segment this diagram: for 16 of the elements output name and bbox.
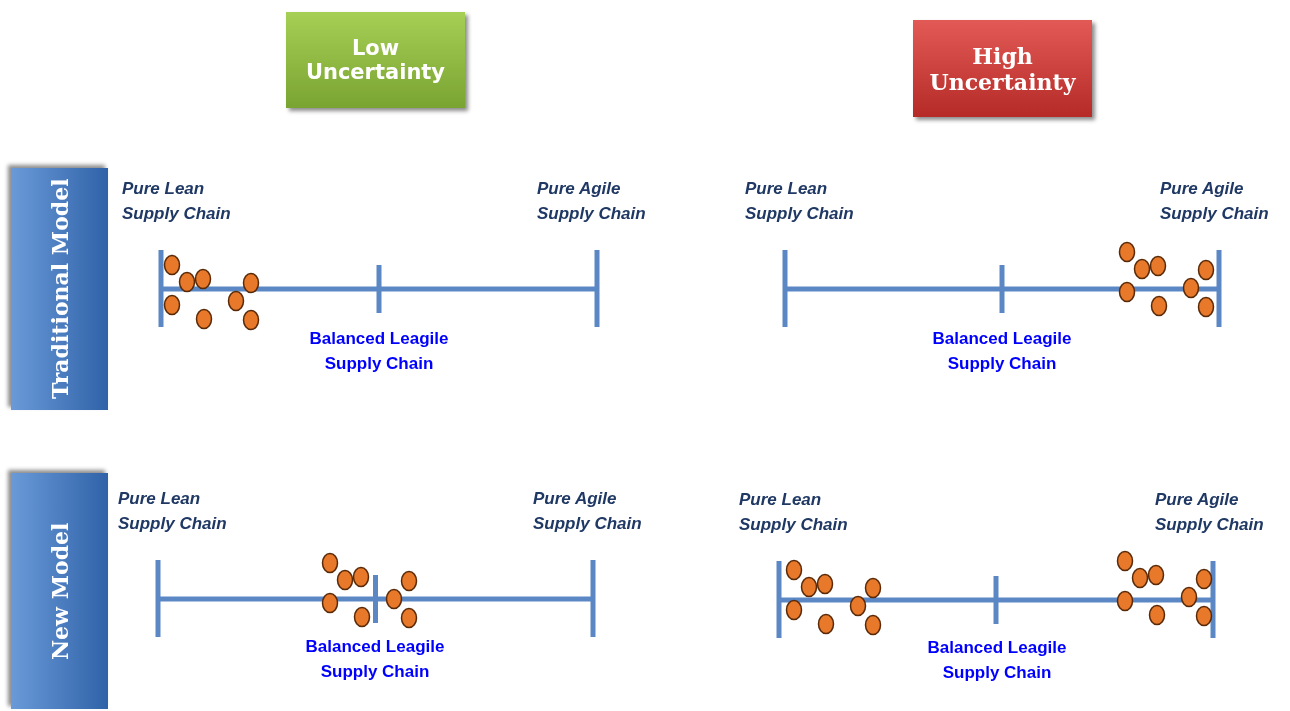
- column-header: High Uncertainty: [913, 20, 1092, 117]
- scale-middle-label: Balanced Leagile Supply Chain: [304, 636, 446, 683]
- scale-end-label: Pure Lean Supply Chain: [122, 178, 232, 225]
- scale-end-label: Pure Agile Supply Chain: [1160, 178, 1270, 225]
- row-header: Traditional Model: [11, 168, 108, 410]
- scale-end-label: Pure Lean Supply Chain: [739, 489, 849, 536]
- scale-end-label: Pure Lean Supply Chain: [745, 178, 855, 225]
- scale-end-label: Pure Agile Supply Chain: [1155, 489, 1265, 536]
- scale-end-label: Pure Agile Supply Chain: [533, 488, 643, 535]
- scale-end-label: Pure Lean Supply Chain: [118, 488, 228, 535]
- scale-middle-label: Balanced Leagile Supply Chain: [931, 328, 1073, 375]
- row-header: New Model: [11, 473, 108, 709]
- scale-middle-label: Balanced Leagile Supply Chain: [308, 328, 450, 375]
- column-header: Low Uncertainty: [286, 12, 465, 108]
- scale-end-label: Pure Agile Supply Chain: [537, 178, 647, 225]
- scale-middle-label: Balanced Leagile Supply Chain: [926, 637, 1068, 684]
